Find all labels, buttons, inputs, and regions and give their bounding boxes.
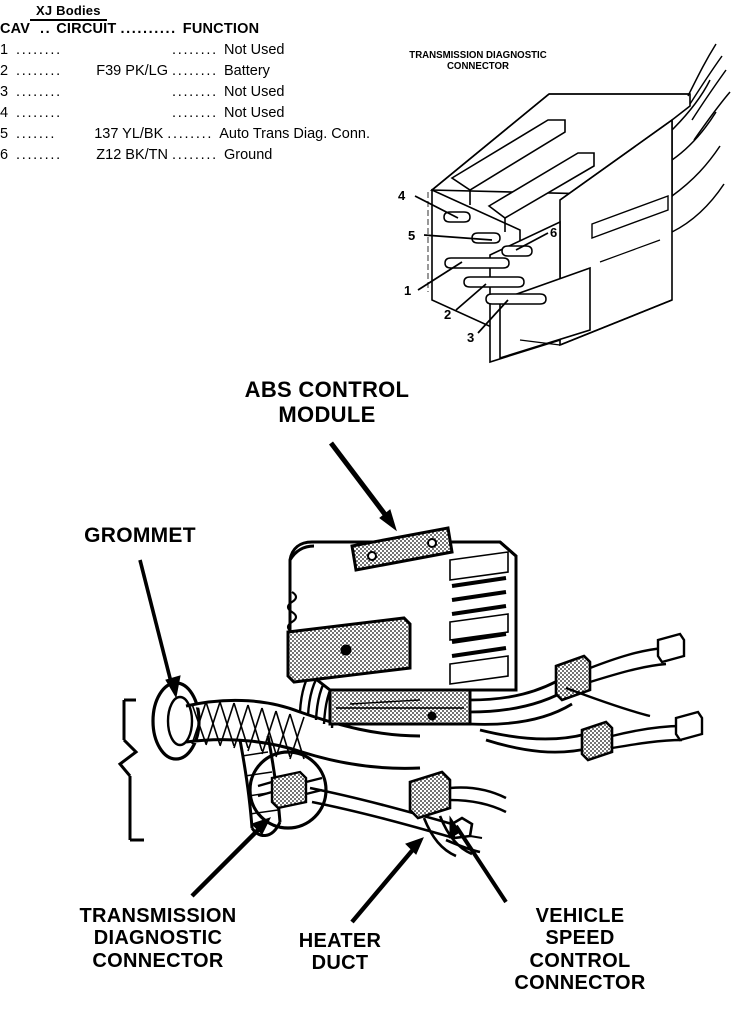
table-row: 2.......................................…	[0, 63, 370, 84]
vehicle-speed-control-connector-drawing	[408, 770, 507, 858]
leader-dots: ..............................	[172, 43, 218, 58]
callout-transmission-diagnostic-connector: TRANSMISSION DIAGNOSTIC CONNECTOR	[48, 905, 268, 972]
pin-label-3: 3	[467, 330, 475, 345]
break-line-bracket	[117, 698, 144, 842]
arrow-grommet	[138, 559, 181, 699]
right-connector-a	[554, 654, 592, 702]
pin-label-5: 5	[408, 228, 416, 243]
column-header-circuit: CIRCUIT	[56, 21, 117, 37]
header-sep-1: ..	[40, 21, 52, 37]
cell-function: Battery	[224, 63, 270, 79]
leader-dots: ........................................…	[16, 85, 60, 100]
leader-dots: ..............................	[172, 106, 218, 121]
leader-dots: ........................................…	[16, 64, 60, 79]
cell-cav: 1	[0, 42, 9, 58]
callout-arrows	[138, 441, 508, 924]
table-row: 5.......................................…	[0, 126, 370, 147]
cell-function: Not Used	[224, 105, 285, 121]
column-header-cav: CAV	[0, 21, 31, 37]
table-row: 1.......................................…	[0, 42, 370, 63]
leader-dots: ..............................	[172, 64, 218, 79]
pin-label-1: 1	[404, 283, 412, 298]
arrow-transmission-diagnostic-connector	[190, 817, 271, 898]
leader-dots: ........................................…	[16, 127, 56, 142]
leader-dots: ........................................…	[16, 106, 60, 121]
cell-cav: 5	[0, 126, 9, 142]
table-header-row: CAV .. CIRCUIT .......... FUNCTION	[0, 21, 370, 42]
module-cooling-fins	[451, 576, 507, 658]
abs-module-assembly-drawing	[117, 526, 704, 858]
vsc-label-line4: CONNECTOR	[514, 972, 646, 995]
cav-circuit-table: XJ Bodies CAV .. CIRCUIT .......... FUNC…	[0, 0, 370, 168]
table-body: 1.......................................…	[0, 42, 370, 168]
connector-title: TRANSMISSION DIAGNOSTIC CONNECTOR	[404, 49, 551, 73]
leader-dots: ........................................…	[16, 43, 60, 58]
cell-circuit: F39 PK/LG	[96, 63, 168, 79]
arrow-abs-control-module	[329, 441, 397, 532]
harness-braid-texture	[191, 701, 305, 760]
heater-label-line1: HEATER	[298, 930, 382, 952]
grommet-drawing	[151, 681, 201, 761]
pin-leader-lines	[414, 195, 549, 334]
table-title: XJ Bodies	[30, 3, 107, 21]
vsc-label-line3: CONTROL	[529, 949, 631, 972]
module-lower-shelf	[328, 688, 472, 726]
cell-cav: 3	[0, 84, 9, 100]
heater-label-line2: DUCT	[311, 952, 369, 975]
arrow-heater-duct	[350, 837, 424, 924]
cell-cav: 4	[0, 105, 9, 121]
table-row: 3.......................................…	[0, 84, 370, 105]
leader-dots: ..............................	[172, 85, 218, 100]
pin-label-4: 4	[398, 188, 406, 203]
header-sep-2: ..........	[120, 21, 177, 37]
cell-function: Not Used	[224, 42, 285, 58]
connector-title-line2: CONNECTOR	[446, 60, 510, 73]
vsc-label-line1: VEHICLE	[535, 905, 625, 927]
right-connector-b	[580, 720, 614, 762]
callout-grommet: GROMMET	[60, 524, 220, 548]
pin-label-6: 6	[550, 225, 558, 240]
module-connector-block	[286, 616, 412, 684]
arrow-vehicle-speed-control-connector	[449, 815, 508, 904]
grommet-label: GROMMET	[84, 524, 196, 547]
callout-abs-control-module: ABS CONTROL MODULE	[222, 377, 432, 427]
trans-label-line3: CONNECTOR	[92, 949, 224, 972]
module-mounting-bracket	[350, 526, 454, 572]
vsc-label-line2: SPEED	[545, 927, 615, 950]
column-header-function: FUNCTION	[182, 21, 260, 37]
table-row: 4.......................................…	[0, 105, 370, 126]
connector-title-line1: TRANSMISSION DIAGNOSTIC	[409, 49, 547, 61]
abs-label-line2: MODULE	[278, 401, 376, 427]
leader-dots: ..............................	[172, 148, 218, 163]
cell-cav: 6	[0, 147, 9, 163]
trans-label-line1: TRANSMISSION	[79, 905, 237, 927]
trans-label-line2: DIAGNOSTIC	[93, 927, 223, 950]
cell-circuit: 137 YL/BK	[94, 126, 164, 142]
table-row: 6.......................................…	[0, 147, 370, 168]
callout-heater-duct: HEATER DUCT	[275, 930, 405, 975]
cell-function: Not Used	[224, 84, 285, 100]
abs-label-line1: ABS CONTROL	[244, 377, 410, 402]
cell-function: Auto Trans Diag. Conn.	[219, 126, 370, 142]
detail-circle-callout	[248, 750, 328, 830]
table-title-wrap: XJ Bodies	[0, 0, 370, 21]
transmission-diagnostic-connector-drawing	[427, 43, 731, 364]
cell-circuit: Z12 BK/TN	[96, 147, 168, 163]
cell-cav: 2	[0, 63, 9, 79]
callout-vehicle-speed-control-connector: VEHICLE SPEED CONTROL CONNECTOR	[490, 905, 670, 995]
leader-dots: ..............................	[167, 127, 214, 142]
pin-label-2: 2	[444, 307, 452, 322]
leader-dots: ........................................…	[16, 148, 60, 163]
cell-function: Ground	[224, 147, 273, 163]
